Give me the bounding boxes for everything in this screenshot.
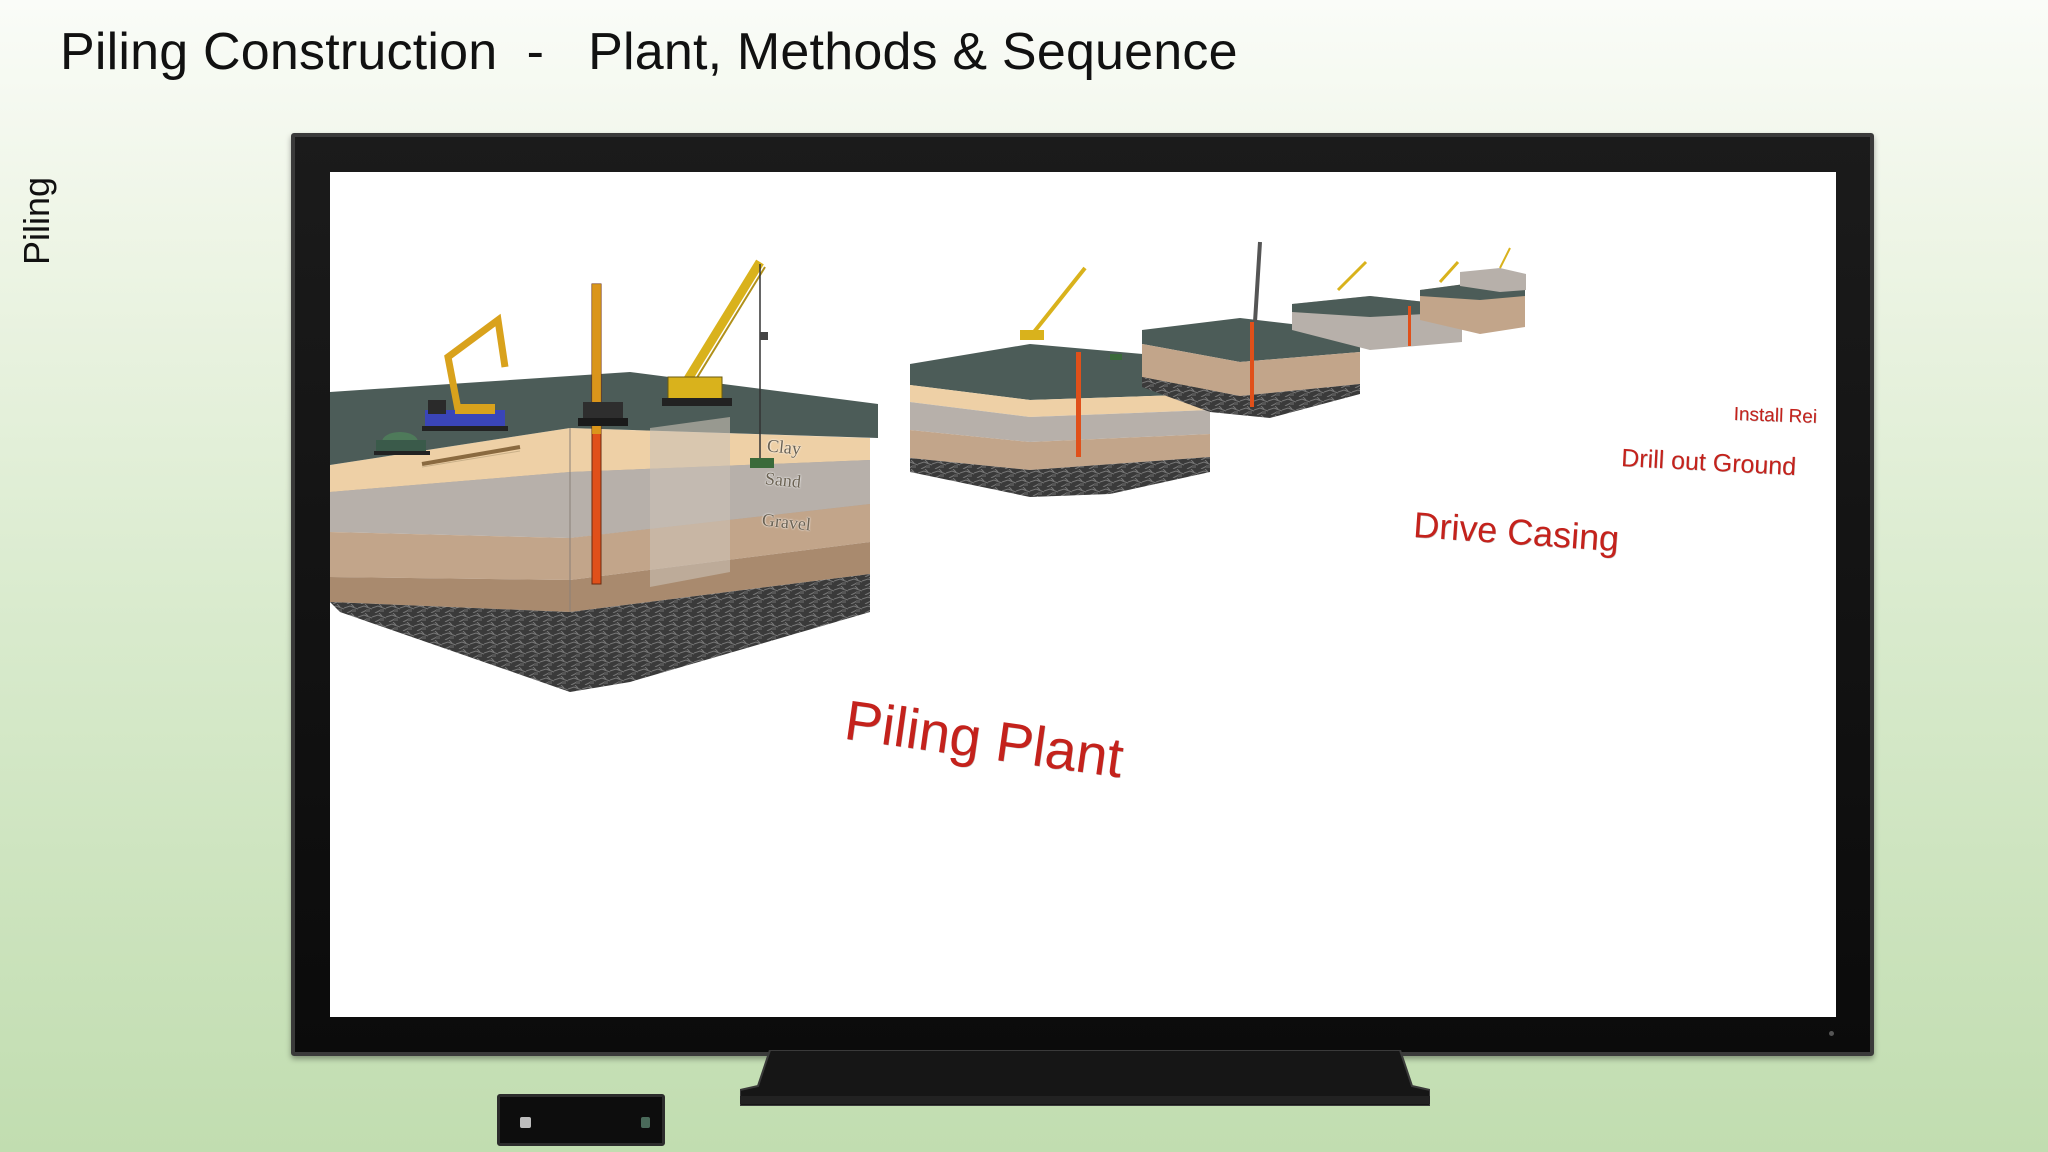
crawler-crane [662, 259, 774, 468]
power-led-icon [1829, 1031, 1834, 1036]
mixer-truck [374, 432, 430, 455]
soil-block-install-reinforcement [1292, 247, 1526, 350]
piling-rig [578, 283, 628, 585]
side-label: Piling [16, 176, 57, 265]
soil-block-drive-casing [910, 266, 1210, 497]
rebar-cage [421, 445, 521, 468]
status-indicator-icon [641, 1117, 650, 1128]
piling-sequence-illustration [330, 241, 1526, 692]
video-screen[interactable]: Piling Plant Drive Casing Drill out Grou… [330, 172, 1836, 1017]
play-indicator-icon[interactable] [520, 1117, 531, 1128]
stage-label-install-reinforcement: Install Rei [1733, 404, 1818, 428]
slide-title: Piling Construction - Plant, Methods & S… [60, 23, 1238, 81]
media-control-box[interactable] [497, 1094, 665, 1146]
soil-layer-label-sand: Sand [764, 468, 802, 492]
tv-stand [740, 1050, 1430, 1106]
concrete-pump-truck [422, 313, 509, 431]
soil-layer-label-clay: Clay [766, 435, 803, 459]
